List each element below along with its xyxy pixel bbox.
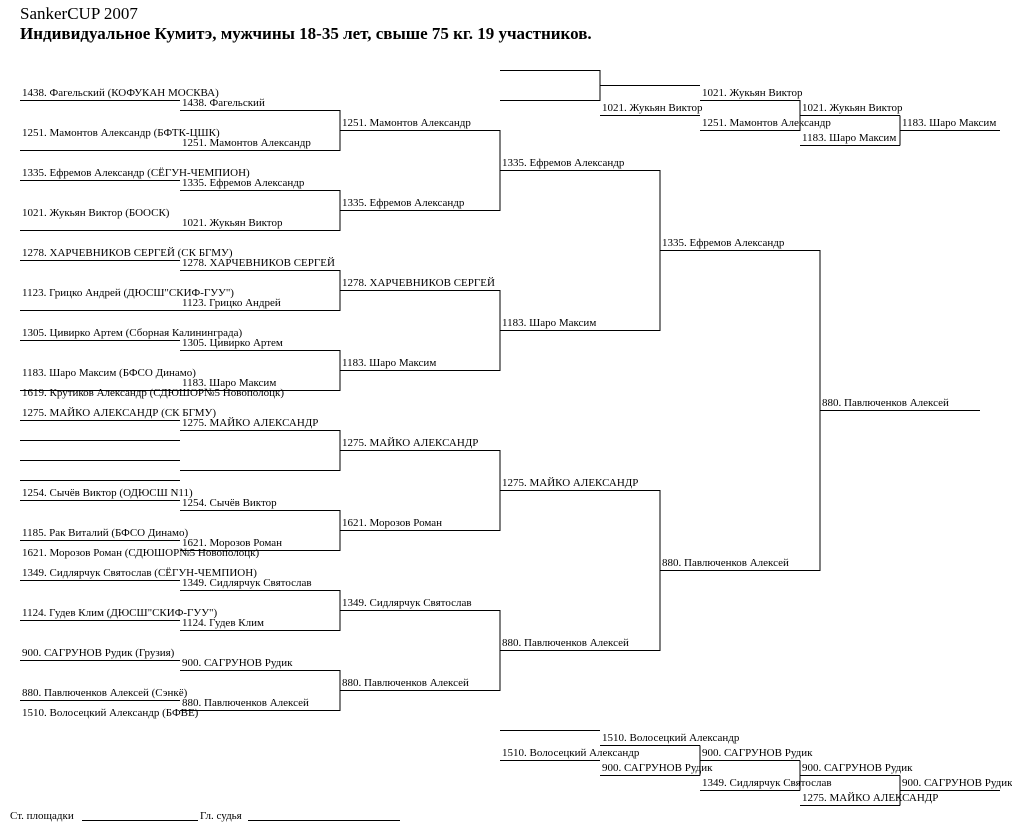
r1-entry-1: 1438. Фагельский (КОФУКАН МОСКВА) — [22, 87, 219, 99]
rep-top-r3-a: 1021. Жукьян Виктор — [802, 102, 903, 114]
r2-entry-3: 1335. Ефремов Александр — [182, 177, 305, 189]
r2-entry-5: 1278. ХАРЧЕВНИКОВ СЕРГЕЙ — [182, 257, 335, 269]
r1-entry-7: 1305. Цивирко Артем (Сборная Калининград… — [22, 327, 243, 339]
r4-entry-3: 1275. МАЙКО АЛЕКСАНДР — [502, 477, 639, 489]
r5-entry-1: 1335. Ефремов Александр — [662, 237, 785, 249]
r2-entry-14: 900. САГРУНОВ Рудик — [182, 657, 293, 669]
r1-entry-9: 1619. Крутиков Александр (СДЮШОР№5 Новоп… — [22, 387, 284, 399]
r1-entry-8: 1183. Шаро Максим (БФСО Динамо) — [22, 367, 196, 379]
r2-entry-13: 1124. Гудев Клим — [182, 617, 264, 629]
rep-bot-r3: 900. САГРУНОВ Рудик — [802, 762, 913, 774]
r3-entry-1: 1251. Мамонтов Александр — [342, 117, 471, 129]
r1-entry-11: 1254. Сычёв Виктор (ОДЮСШ N11) — [22, 487, 193, 499]
r1-entry-4: 1021. Жукьян Виктор (БООСК) — [22, 207, 170, 219]
r1-entry-12: 1185. Рак Виталий (БФСО Динамо) — [22, 527, 189, 539]
r4-entry-1: 1335. Ефремов Александр — [502, 157, 625, 169]
r2-entry-12: 1349. Сидлярчук Святослав — [182, 577, 312, 589]
final-winner: 880. Павлюченков Алексей — [822, 397, 949, 409]
r1-entry-13: 1621. Морозов Роман (СДЮШОР№5 Новополоцк… — [22, 547, 260, 559]
rep-top-r2-b: 1183. Шаро Максим — [802, 132, 897, 144]
r2-entry-15: 880. Павлюченков Алексей — [182, 697, 309, 709]
r4-entry-2: 1183. Шаро Максим — [502, 317, 597, 329]
rep-bot-r1-c: 900. САГРУНОВ Рудик — [602, 762, 713, 774]
r3-entry-4: 1183. Шаро Максим — [342, 357, 437, 369]
r3-entry-5: 1275. МАЙКО АЛЕКСАНДР — [342, 437, 479, 449]
r2-entry-2: 1251. Мамонтов Александр — [182, 137, 311, 149]
r3-entry-2: 1335. Ефремов Александр — [342, 197, 465, 209]
rep-top-final: 1183. Шаро Максим — [902, 117, 997, 129]
r3-entry-6: 1621. Морозов Роман — [342, 517, 443, 529]
chief-judge-label: Гл. судья — [200, 810, 242, 822]
r1-entry-3: 1335. Ефремов Александр (СЁГУН-ЧЕМПИОН) — [22, 167, 250, 179]
category-subtitle: Индивидуальное Кумитэ, мужчины 18-35 лет… — [20, 24, 592, 43]
r2-entry-7: 1305. Цивирко Артем — [182, 337, 283, 349]
tournament-title: SankerCUP 2007 — [20, 4, 138, 23]
r1-entry-15: 1124. Гудев Клим (ДЮСШ"СКИФ-ГУУ") — [22, 607, 218, 619]
r1-entry-6: 1123. Грицко Андрей (ДЮСШ"СКИФ-ГУУ") — [22, 287, 234, 299]
r2-entry-10: 1254. Сычёв Виктор — [182, 497, 277, 509]
r2-entry-4: 1021. Жукьян Виктор — [182, 217, 283, 229]
rep-top-r1-b: 1251. Мамонтов Александр — [702, 117, 831, 129]
r1-entry-10: 1275. МАЙКО АЛЕКСАНДР (СК БГМУ) — [22, 407, 217, 419]
rep-bot-r2-c: 1275. МАЙКО АЛЕКСАНДР — [802, 792, 939, 804]
rep-bot-final: 900. САГРУНОВ Рудик — [902, 777, 1012, 789]
rep-bot-r1-b: 1510. Волосецкий Александр — [502, 747, 640, 759]
r1-entry-18: 1510. Волосецкий Александр (БФВЕ) — [22, 707, 199, 719]
r2-entry-9: 1275. МАЙКО АЛЕКСАНДР — [182, 417, 319, 429]
r1-entry-17: 880. Павлюченков Алексей (Сэнкё) — [22, 687, 188, 699]
r3-entry-8: 880. Павлюченков Алексей — [342, 677, 469, 689]
r2-entry-8: 1183. Шаро Максим — [182, 377, 277, 389]
r1-entry-5: 1278. ХАРЧЕВНИКОВ СЕРГЕЙ (СК БГМУ) — [22, 247, 233, 259]
rep-bot-r2-a: 900. САГРУНОВ Рудик — [702, 747, 813, 759]
r2-entry-6: 1123. Грицко Андрей — [182, 297, 281, 309]
r4-entry-4: 880. Павлюченков Алексей — [502, 637, 629, 649]
rep-top-r2-a: 1021. Жукьян Виктор — [702, 87, 803, 99]
r1-entry-2: 1251. Мамонтов Александр (БФТК-ЦШК) — [22, 127, 220, 139]
r3-entry-7: 1349. Сидлярчук Святослав — [342, 597, 472, 609]
r2-entry-11: 1621. Морозов Роман — [182, 537, 283, 549]
r2-entry-1: 1438. Фагельский — [182, 97, 265, 109]
site-judge-label: Ст. площадки — [10, 810, 74, 822]
r3-entry-3: 1278. ХАРЧЕВНИКОВ СЕРГЕЙ — [342, 277, 495, 289]
r1-entry-14: 1349. Сидлярчук Святослав (СЁГУН-ЧЕМПИОН… — [22, 567, 257, 579]
rep-top-r1-a: 1021. Жукьян Виктор — [602, 102, 703, 114]
rep-bot-r2-b: 1349. Сидлярчук Святослав — [702, 777, 832, 789]
r1-entry-16: 900. САГРУНОВ Рудик (Грузия) — [22, 647, 175, 659]
r5-entry-2: 880. Павлюченков Алексей — [662, 557, 789, 569]
rep-bot-r1-a: 1510. Волосецкий Александр — [602, 732, 740, 744]
